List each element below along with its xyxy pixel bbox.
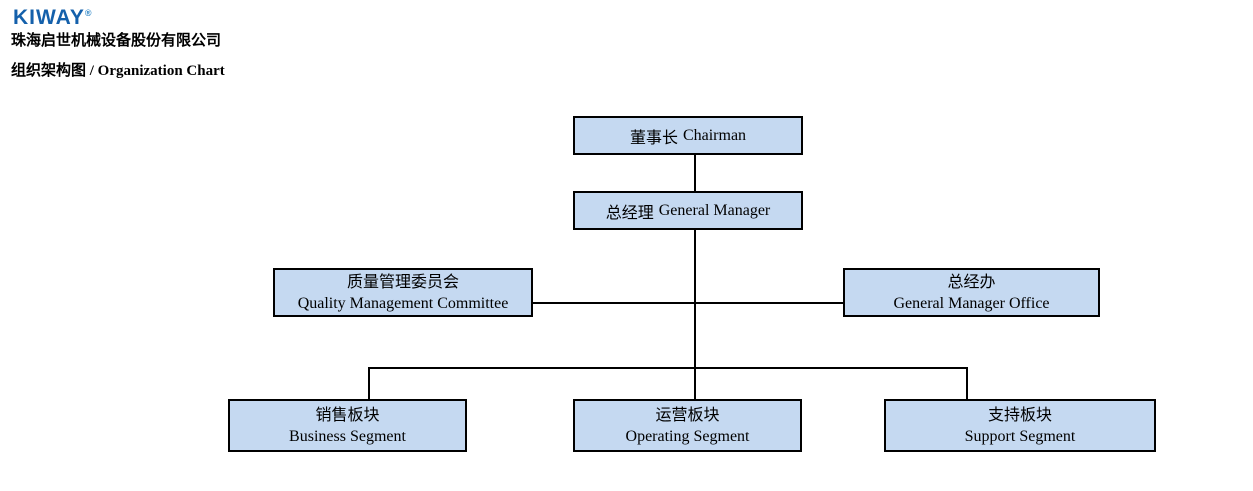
connector-gm-vertical-trunk bbox=[694, 229, 696, 399]
connector-drop-support bbox=[966, 368, 968, 399]
connector-committee-to-office bbox=[533, 302, 843, 304]
connector-segments-rail bbox=[368, 367, 968, 369]
org-node-quality-committee-en: Quality Management Committee bbox=[297, 294, 509, 312]
org-node-chairman-zh: 董事长 bbox=[629, 129, 678, 147]
org-node-support-segment-en: Support Segment bbox=[964, 427, 1076, 445]
org-node-general-manager-en: General Manager bbox=[658, 201, 771, 219]
org-node-business-segment-en: Business Segment bbox=[289, 427, 406, 445]
company-name: 珠海启世机械设备股份有限公司 bbox=[11, 33, 222, 49]
org-node-chairman-en: Chairman bbox=[682, 126, 747, 144]
connector-drop-business bbox=[368, 368, 370, 399]
kiway-logo: KIWAY® bbox=[13, 2, 92, 29]
org-node-support-segment: 支持板块 Support Segment bbox=[884, 399, 1156, 452]
kiway-logo-text: KIWAY bbox=[13, 6, 85, 29]
org-node-operating-segment-en: Operating Segment bbox=[625, 427, 750, 445]
org-node-quality-committee: 质量管理委员会 Quality Management Committee bbox=[273, 268, 533, 317]
org-node-quality-committee-zh: 质量管理委员会 bbox=[346, 273, 459, 291]
connector-chairman-to-gm bbox=[694, 155, 696, 191]
page-title: 组织架构图 / Organization Chart bbox=[11, 63, 225, 79]
org-node-gm-office: 总经办 General Manager Office bbox=[843, 268, 1100, 317]
org-node-general-manager: 总经理 General Manager bbox=[573, 191, 803, 230]
org-node-gm-office-zh: 总经办 bbox=[947, 273, 996, 291]
org-node-business-segment-zh: 销售板块 bbox=[315, 406, 380, 424]
org-node-business-segment: 销售板块 Business Segment bbox=[228, 399, 467, 452]
org-node-operating-segment: 运营板块 Operating Segment bbox=[573, 399, 802, 452]
org-node-operating-segment-zh: 运营板块 bbox=[655, 406, 720, 424]
org-node-general-manager-zh: 总经理 bbox=[605, 204, 654, 222]
org-node-gm-office-en: General Manager Office bbox=[893, 294, 1050, 312]
registered-trademark-icon: ® bbox=[84, 8, 92, 18]
org-node-chairman: 董事长 Chairman bbox=[573, 116, 803, 155]
org-node-support-segment-zh: 支持板块 bbox=[987, 406, 1052, 424]
